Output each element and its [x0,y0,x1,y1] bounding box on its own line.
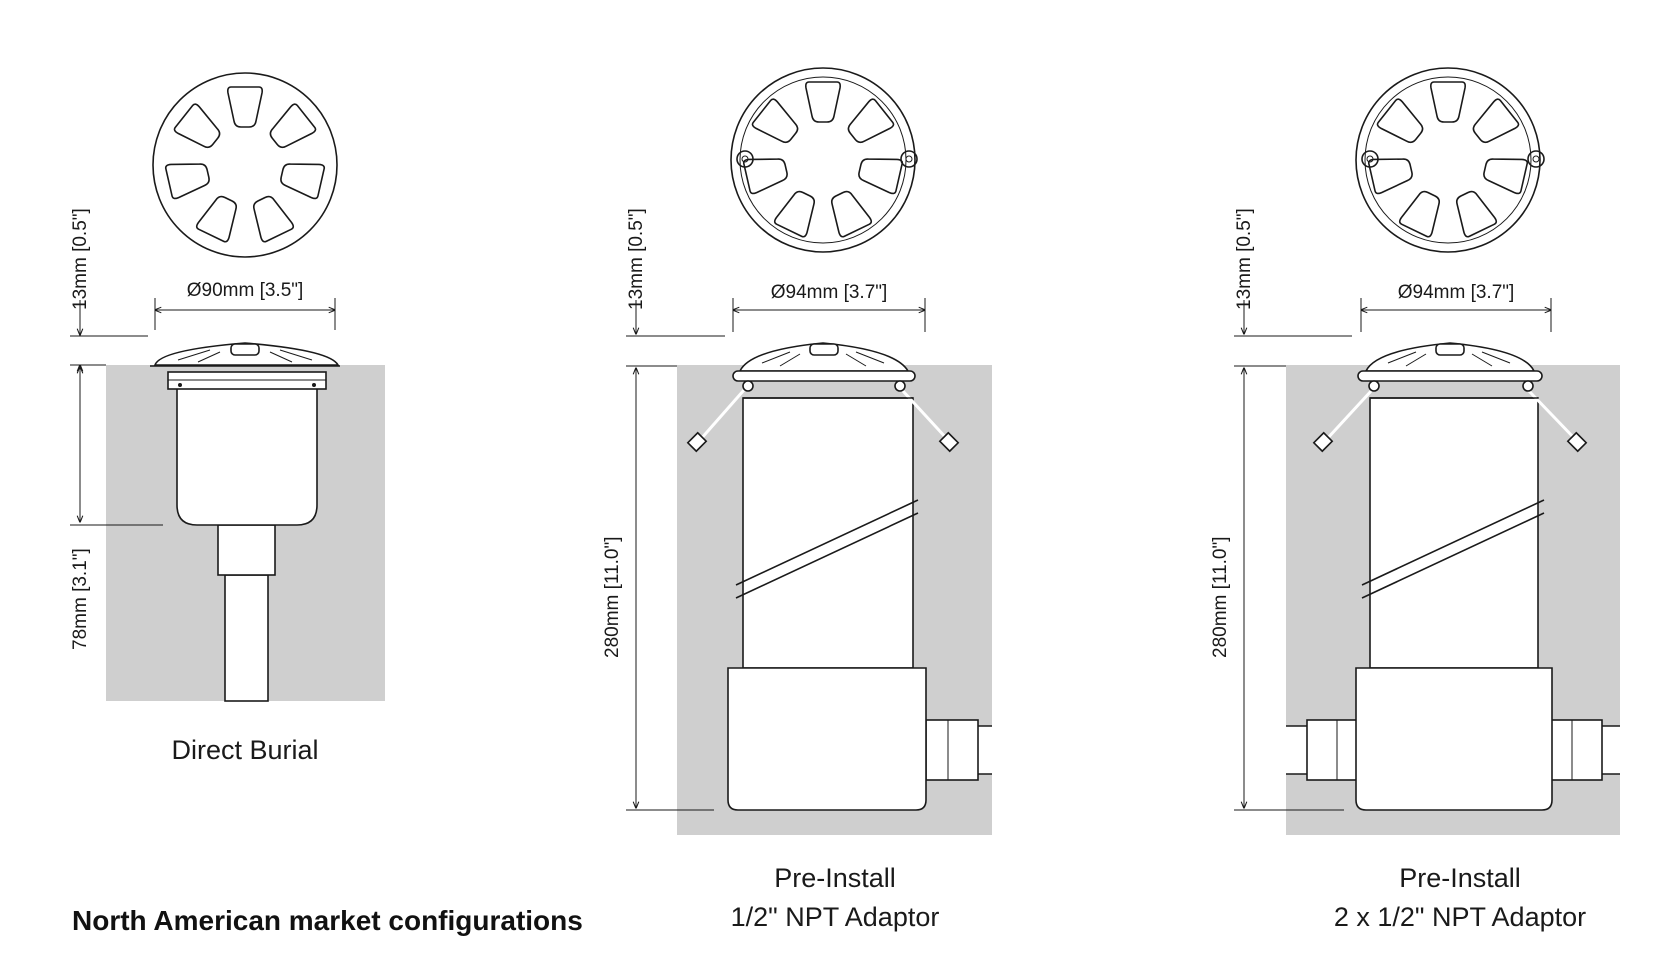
panel-pre-install-single: Ø94mm [3.7"] 13mm [0.5"] 280mm [11.0"] P… [602,68,992,932]
cap-height-label: 13mm [0.5"] [1234,208,1255,310]
junction-box [1355,667,1553,811]
caption-line-2: 2 x 1/2" NPT Adaptor [1334,902,1586,932]
caption-line-1: Pre-Install [774,863,896,893]
diameter-label: Ø90mm [3.5"] [187,280,304,301]
panel-pre-install-double: Ø94mm [3.7"] 13mm [0.5"] 280mm [11.0"] P… [1210,68,1620,932]
npt-adaptor [925,719,979,781]
top-view-face [1356,68,1545,252]
depth-label: 280mm [11.0"] [602,536,623,658]
diameter-label: Ø94mm [3.7"] [1398,282,1515,303]
top-view-face [731,68,918,252]
install-sleeve [742,397,914,669]
cap-height-label: 13mm [0.5"] [626,208,647,310]
page-title: North American market configurations [72,905,583,936]
pipe-fitting [217,524,276,576]
caption-line-2: 1/2" NPT Adaptor [731,902,940,932]
top-view-face [153,73,337,257]
cap-height-label: 13mm [0.5"] [70,208,91,310]
lamp-cap [738,342,910,372]
depth-label: 280mm [11.0"] [1210,536,1231,658]
diameter-label: Ø94mm [3.7"] [771,282,888,303]
conduit-pipe [224,574,269,702]
install-sleeve [1369,397,1539,669]
panel-direct-burial: Ø90mm [3.5"] 13mm [0.5"] 78mm [3.1"] Dir… [70,73,385,765]
lamp-cap [1364,342,1536,372]
npt-adaptor-right [1549,719,1603,781]
depth-label: 78mm [3.1"] [70,548,91,650]
caption-line-1: Direct Burial [171,735,318,765]
npt-adaptor-left [1306,719,1360,781]
junction-box [727,667,927,811]
caption-line-1: Pre-Install [1399,863,1521,893]
burial-housing [176,387,318,526]
